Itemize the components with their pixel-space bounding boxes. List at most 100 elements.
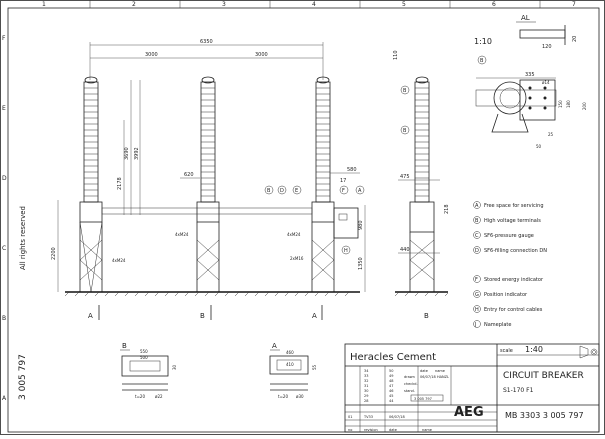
col-label-4: 4 (312, 1, 316, 8)
dim-2200: 2200 (51, 247, 57, 260)
col-label-1: 1 (42, 1, 46, 8)
svg-text:50: 50 (389, 369, 393, 373)
svg-text:date: date (389, 428, 397, 432)
svg-text:B: B (475, 218, 479, 224)
legend-item-b: High voltage terminals (484, 218, 541, 224)
dim-620: 620 (184, 172, 194, 178)
pole-right (311, 76, 335, 292)
svg-text:F: F (475, 277, 478, 283)
svg-text:name: name (435, 369, 445, 373)
svg-text:drawn: drawn (404, 375, 415, 379)
svg-text:F: F (342, 188, 345, 194)
svg-text:name: name (422, 428, 432, 432)
svg-text:46: 46 (389, 389, 393, 393)
dim-980: 980 (358, 220, 364, 230)
dim-218: 218 (444, 204, 450, 214)
svg-text:06/07/18: 06/07/18 (420, 375, 436, 379)
dim-110: 110 (393, 50, 399, 60)
anchor-note-4: 2xM16 (290, 256, 304, 261)
dim-460: 460 (286, 350, 294, 355)
scale-label: scale (500, 348, 513, 354)
view-al-label: AL (521, 14, 530, 22)
dim-200: 200 (582, 102, 587, 110)
svg-text:30: 30 (364, 389, 368, 393)
view-arrow-b: B (200, 312, 205, 320)
dim-3000-right: 3000 (255, 52, 268, 58)
row-label-b: B (2, 315, 6, 322)
svg-text:34: 34 (364, 369, 369, 373)
callout-f (339, 185, 349, 195)
detail-a-plate: A 460 410 55 t=20 ø30 (269, 342, 317, 399)
customer-name: Heracles Cement (350, 352, 436, 363)
dim-500: 500 (140, 355, 148, 360)
dim-14: ø14 (542, 80, 550, 85)
row-label-f: F (2, 35, 6, 42)
side-view: 475 218 440 110 B B B (393, 50, 450, 320)
svg-text:J: J (474, 322, 476, 328)
svg-text:checkd.: checkd. (404, 382, 418, 386)
svg-text:47: 47 (389, 384, 393, 388)
dim-475: 475 (400, 174, 410, 180)
dim-17: 17 (340, 178, 346, 184)
svg-text:28: 28 (364, 399, 368, 403)
row-labels: F E D C B A (2, 35, 7, 402)
svg-text:stand.: stand. (404, 389, 415, 393)
dim-1350: 1350 (358, 257, 364, 270)
dim-t20-a: t=20 (278, 394, 288, 399)
svg-text:A: A (358, 188, 362, 194)
anchor-note-1: 4xM24 (112, 258, 126, 263)
svg-text:HANZL: HANZL (437, 375, 449, 379)
inner-frame (7, 7, 600, 433)
dim-30b: ø30 (296, 394, 304, 399)
dim-3992: 3992 (134, 147, 140, 160)
svg-text:45: 45 (389, 394, 393, 398)
dim-22: ø22 (155, 394, 163, 399)
svg-text:29: 29 (364, 394, 368, 398)
svg-text:D: D (280, 188, 284, 194)
svg-text:A: A (475, 203, 479, 209)
dim-55: 55 (312, 364, 317, 370)
svg-text:C: C (475, 233, 479, 239)
callout-e (292, 185, 302, 195)
legend-item-f: Stored energy indicator (484, 277, 544, 283)
legend-item-d: SF6-filling connection DN (484, 248, 547, 254)
svg-text:33: 33 (364, 374, 368, 378)
dim-410: 410 (286, 362, 294, 367)
col-label-3: 3 (222, 1, 226, 8)
svg-text:revision: revision (364, 428, 378, 432)
mechanism-cabinet (333, 207, 359, 239)
anchor-note-3: 4xM24 (287, 232, 301, 237)
col-label-6: 6 (492, 1, 496, 8)
svg-text:E: E (295, 188, 298, 194)
brand-logo: AEG (454, 405, 484, 420)
title-stamp: 3 005 797 (414, 397, 432, 401)
column-ticks (89, 0, 541, 8)
view-b-top: B (480, 58, 484, 64)
legend-item-h: Entry for control cables (484, 307, 543, 313)
svg-text:32: 32 (364, 379, 368, 383)
svg-text:D: D (475, 248, 479, 254)
svg-text:31: 31 (364, 384, 368, 388)
dim-50: 50 (536, 144, 542, 149)
svg-text:H: H (344, 248, 348, 254)
dim-550: 550 (140, 349, 148, 354)
side-view-arrow-b: B (424, 312, 429, 320)
row-label-a: A (2, 395, 7, 402)
svg-text:B: B (403, 88, 407, 94)
drawing-subtitle: S1-170 F1 (503, 387, 534, 394)
row-label-d: D (2, 175, 7, 182)
col-label-5: 5 (402, 1, 406, 8)
view-arrow-a-left: A (88, 312, 93, 320)
svg-text:B: B (403, 128, 407, 134)
callout-h (341, 245, 351, 255)
svg-text:date: date (420, 369, 428, 373)
front-callouts: B D E F A H (264, 185, 365, 255)
detail-b-label: B (122, 342, 127, 350)
linkage-tube (101, 207, 313, 215)
svg-text:49: 49 (389, 374, 393, 378)
front-view: 6350 3000 3000 (51, 39, 366, 320)
dim-3690: 3690 (124, 147, 130, 160)
row-label-c: C (2, 245, 6, 252)
